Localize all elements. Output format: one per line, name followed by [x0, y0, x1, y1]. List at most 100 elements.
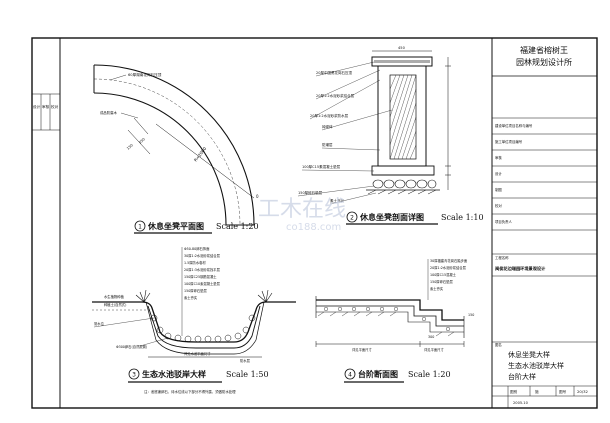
drawing-3-number-circle	[128, 368, 140, 380]
project-label: 工程名称	[495, 255, 509, 260]
title-row-3: 设计	[495, 171, 502, 176]
left-signature-strip: 设计 审核 校对	[32, 93, 60, 131]
watermark-sub: co188.com	[286, 222, 341, 233]
title-block: 福建省榕树王 园林规划设计所 建设单位项目名称与编号 施工单位项目编号 审核 设…	[491, 38, 597, 408]
pond-label-7: 素土夯实	[184, 295, 198, 300]
pond-stone-pile	[150, 314, 256, 343]
bench-plan-drawing: 60厚湖南花岗石压顶 成品防腐木 R=2000 350 150 0 1 休息坐凳…	[93, 64, 259, 234]
drawing-1-title: 休息坐凳平面图	[147, 221, 204, 231]
drawing-4-number: 4	[348, 372, 352, 379]
section-top-dim: 450	[398, 46, 406, 50]
drawing-1-number: 1	[138, 224, 142, 231]
drawing-2-number: 2	[350, 215, 354, 222]
pond-label-2: 1.5厚防水卷材	[184, 260, 206, 265]
section-concrete-base	[371, 165, 435, 176]
pond-left-a: 水生植物种植	[104, 294, 124, 299]
left-strip-c: 校对	[51, 104, 59, 109]
step-bottom-left: 详见平面尺寸	[352, 347, 372, 352]
drawing-3-number: 3	[132, 372, 136, 379]
drawing-3-title: 生态水池驳岸大样	[142, 369, 206, 379]
pond-edge-profile	[92, 301, 296, 343]
pond-label-3: 20厚1:3水泥砂浆找平层	[184, 267, 221, 272]
drawing-3-scale: Scale 1:50	[226, 370, 269, 379]
company-name-line1: 福建省榕树王	[520, 45, 568, 55]
section-label-5: 100厚C15素混凝土垫层	[302, 164, 341, 169]
title-row-2: 审核	[495, 155, 502, 160]
plan-dim-w: 350	[138, 137, 146, 145]
step-gravel-layer	[324, 307, 451, 332]
company-name-line2: 园林规划设计所	[516, 57, 572, 67]
section-label-7: 素土夯实	[330, 198, 344, 203]
pond-left-c: 常水位	[94, 321, 105, 326]
footer-cell-0: 图别	[510, 389, 518, 394]
step-bottom-right: 详见平面尺寸	[424, 347, 444, 352]
pond-label-0: Φ50-80卵石饰面	[184, 246, 210, 251]
pond-edge-drawing: Φ50-80卵石饰面 30厚1:2水泥砂浆结合层 1.5厚防水卷材 20厚1:3…	[92, 246, 296, 394]
bench-outer-arc	[93, 64, 255, 226]
step-dim-b: 300	[428, 335, 434, 339]
section-label-2: 20厚1:2水泥砂浆防水层	[310, 113, 349, 118]
pond-label-6: 150厚碎石垫层	[184, 288, 207, 293]
section-label-6: 150厚碎石垫层	[298, 190, 323, 195]
title-row-1: 施工单位项目编号	[495, 139, 523, 144]
bench-mid-arc	[93, 78, 241, 226]
step-label-0: 30厚福建青花岗石踏步面	[430, 258, 468, 263]
drawing-title-2: 生态水池驳岸大样	[508, 361, 564, 370]
title-row-5: 校对	[495, 203, 502, 208]
section-gravel-layer	[372, 179, 437, 189]
drawing-date: 2005.10	[513, 401, 529, 405]
plan-label-top: 60厚湖南花岗石压顶	[128, 72, 162, 77]
step-label-2: 100厚C15混凝土	[430, 272, 457, 277]
step-label-1: 20厚1:2水泥砂浆结合层	[430, 265, 467, 270]
plan-dim-w2: 150	[126, 143, 134, 151]
title-row-0: 建设单位项目名称与编号	[495, 123, 533, 128]
section-label-4: 防潮层	[322, 142, 333, 147]
bench-section-drawing: 450 20厚中国黑花岗石压顶 20厚1:2水泥砂浆结合层 20厚1:2水泥砂浆…	[297, 46, 484, 225]
pond-right-plant	[257, 289, 273, 303]
bench-inner-arc	[93, 92, 227, 226]
pond-label-1: 30厚1:2水泥砂浆结合层	[184, 253, 221, 258]
drawing-title-3: 台阶大样	[508, 372, 536, 381]
step-label-4: 素土夯实	[430, 286, 444, 291]
drawing-2-scale: Scale 1:10	[441, 213, 484, 222]
drawing-1-scale: Scale 1:20	[216, 222, 259, 231]
title-row-4: 制图	[495, 187, 502, 192]
left-strip-a: 设计	[33, 104, 41, 109]
step-profile	[316, 299, 464, 321]
project-name: 闽侯花边瑞园环境景观设计	[495, 265, 546, 272]
pond-bottom-label: Φ300卵石(自然散置)	[116, 344, 147, 349]
pond-left-plant	[135, 289, 151, 303]
pond-label-4: 150厚C25钢筋混凝土	[184, 274, 217, 279]
drawing-2-title: 休息坐凳剖面详图	[359, 212, 424, 222]
footer-cell-1: 施	[535, 389, 539, 394]
pond-bottom-label-b: 防水层	[240, 358, 251, 363]
drawing-4-title: 台阶断面图	[358, 369, 398, 379]
left-strip-b: 审核	[42, 104, 50, 109]
drawing-1-number-circle	[134, 220, 146, 232]
drawing-4-number-circle	[344, 368, 356, 380]
section-label-1: 20厚1:2水泥砂浆结合层	[316, 93, 355, 98]
drawing-title-1: 休息坐凳大样	[508, 350, 550, 359]
plan-label-side: 成品防腐木	[100, 110, 118, 115]
pond-note: 注：池底铺卵石，待水位线以下部分不得外露，须做防水处理	[144, 389, 236, 394]
section-label-3: 砖砌体	[322, 124, 333, 129]
sheet-number: 20/32	[577, 389, 589, 394]
watermark-main: 工木在线	[258, 197, 346, 222]
watermark: 工木在线 co188.com	[258, 197, 346, 233]
drawing-4-scale: Scale 1:20	[408, 370, 451, 379]
footer-cell-2: 图号	[559, 389, 567, 394]
step-dim-a: 150	[468, 313, 474, 317]
section-label-0: 20厚中国黑花岗石压顶	[316, 70, 352, 75]
drawing-label: 图名	[495, 342, 502, 347]
title-row-6: 项目负责人	[495, 219, 513, 224]
pond-left-b: 种植土(自然式)	[104, 302, 126, 307]
step-section-drawing: 详见平面尺寸 详见平面尺寸 150 300 30厚福建青花岗石踏步面 20厚1:…	[315, 258, 474, 383]
outer-frame	[31, 37, 598, 409]
plan-zero: 0	[256, 194, 259, 199]
drawing-2-number-circle	[346, 211, 358, 223]
step-label-3: 150厚碎石垫层	[430, 279, 453, 284]
pond-bottom-dim: 详见水池平面尺寸	[184, 351, 211, 356]
pond-label-5: 100厚C10素混凝土垫层	[184, 281, 221, 286]
radius-line	[155, 123, 255, 199]
